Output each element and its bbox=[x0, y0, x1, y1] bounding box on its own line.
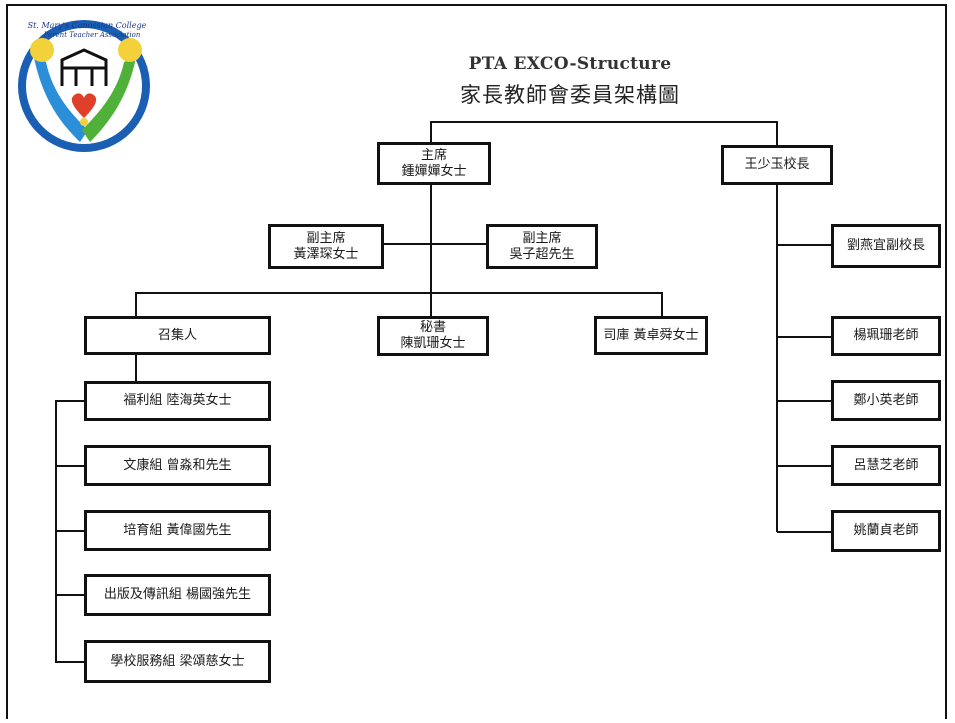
node-group-4-text: 出版及傳訊組 楊國強先生 bbox=[103, 587, 252, 602]
node-convenor-role: 召集人 bbox=[157, 327, 197, 343]
node-teacher-5: 姚蘭貞老師 bbox=[831, 510, 941, 552]
node-vice-chair-2: 副主席 吳子超先生 bbox=[486, 224, 598, 269]
node-group-1: 福利組 陸海英女士 bbox=[84, 381, 271, 421]
node-vice-chair-2-name: 吳子超先生 bbox=[509, 246, 575, 262]
node-teacher-4-text: 呂慧芝老師 bbox=[853, 457, 919, 473]
node-teacher-5-text: 姚蘭貞老師 bbox=[853, 523, 919, 538]
logo-text-bottom: Parent Teacher Association bbox=[43, 31, 141, 39]
node-group-5: 學校服務組 梁頌慈女士 bbox=[84, 640, 271, 683]
logo-text-top: St. Mary's Canossian College bbox=[28, 21, 147, 30]
node-group-3-text: 培育組 黃偉國先生 bbox=[123, 522, 232, 538]
node-vice-chair-1: 副主席 黃澤琛女士 bbox=[268, 224, 384, 269]
title-english: PTA EXCO-Structure bbox=[468, 54, 672, 74]
node-treasurer: 司庫 黃卓舜女士 bbox=[594, 316, 708, 355]
node-teacher-3: 鄭小英老師 bbox=[831, 380, 941, 421]
pta-logo: St. Mary's Canossian College Parent Teac… bbox=[12, 10, 162, 160]
node-chair: 主席 鍾嬋嬋女士 bbox=[377, 142, 491, 185]
node-secretary-role: 秘書 bbox=[419, 320, 446, 335]
node-teacher-1: 劉燕宜副校長 bbox=[831, 224, 941, 268]
node-group-4: 出版及傳訊組 楊國強先生 bbox=[84, 574, 271, 616]
node-group-2-text: 文康組 曾淼和先生 bbox=[123, 457, 232, 473]
logo-emblem: St. Mary's Canossian College Parent Teac… bbox=[18, 20, 150, 152]
node-vice-chair-1-name: 黃澤琛女士 bbox=[293, 246, 359, 262]
node-teacher-4: 呂慧芝老師 bbox=[831, 445, 941, 486]
node-secretary-name: 陳凱珊女士 bbox=[400, 336, 466, 351]
node-treasurer-text: 司庫 黃卓舜女士 bbox=[603, 327, 699, 343]
node-teacher-1-text: 劉燕宜副校長 bbox=[846, 238, 925, 253]
title-chinese: 家長教師會委員架構圖 bbox=[460, 83, 680, 107]
node-teacher-2-text: 楊珮珊老師 bbox=[853, 328, 919, 343]
node-principal-name: 王少玉校長 bbox=[744, 157, 810, 172]
node-teacher-2: 楊珮珊老師 bbox=[831, 316, 941, 356]
node-chair-role: 主席 bbox=[420, 147, 447, 163]
connector-row3 bbox=[135, 292, 663, 317]
node-secretary: 秘書 陳凱珊女士 bbox=[377, 316, 489, 356]
page-frame bbox=[6, 4, 947, 719]
node-vice-chair-2-role: 副主席 bbox=[522, 230, 562, 246]
node-group-1-text: 福利組 陸海英女士 bbox=[123, 393, 232, 408]
node-principal: 王少玉校長 bbox=[721, 145, 833, 185]
node-chair-name: 鍾嬋嬋女士 bbox=[401, 163, 467, 179]
node-group-5-text: 學校服務組 梁頌慈女士 bbox=[110, 653, 245, 669]
node-teacher-3-text: 鄭小英老師 bbox=[853, 392, 919, 408]
node-vice-chair-1-role: 副主席 bbox=[306, 230, 346, 246]
node-convenor: 召集人 bbox=[84, 316, 271, 355]
connector-top-split bbox=[430, 121, 778, 146]
node-group-3: 培育組 黃偉國先生 bbox=[84, 510, 271, 551]
node-group-2: 文康組 曾淼和先生 bbox=[84, 445, 271, 486]
